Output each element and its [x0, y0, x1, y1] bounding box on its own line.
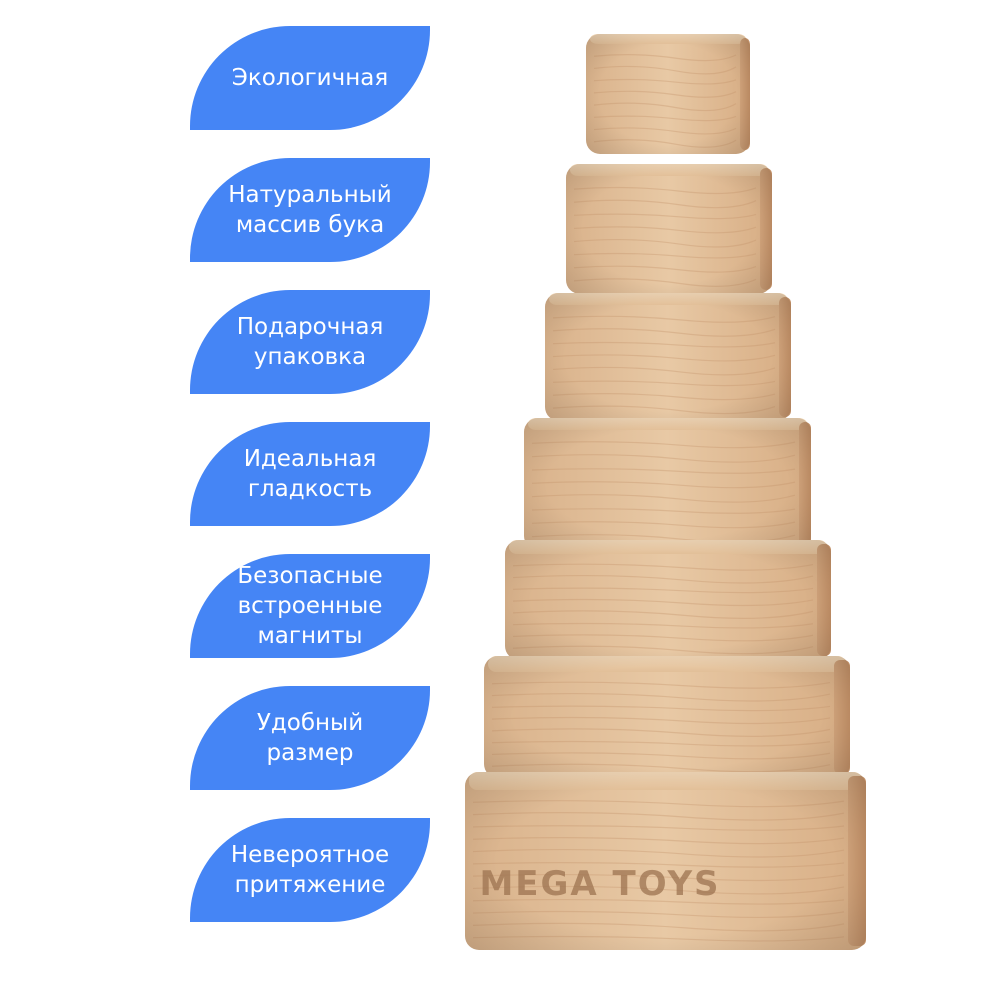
engraved-logo: MEGA TOYS — [479, 864, 720, 904]
block-shading — [524, 418, 811, 550]
block-shading — [465, 772, 866, 950]
wooden-block-2 — [566, 164, 772, 294]
wooden-block-4 — [524, 418, 811, 550]
block-shading — [566, 164, 772, 294]
wooden-block-3 — [545, 293, 791, 421]
wooden-block-7 — [465, 772, 866, 950]
feature-badge-eco: Экологичная — [190, 26, 430, 130]
feature-label: Идеальная гладкость — [243, 446, 377, 502]
feature-label: Безопасные встроенные магниты — [237, 563, 383, 649]
feature-label: Натуральный массив бука — [228, 182, 392, 238]
feature-label: Удобный размер — [256, 710, 364, 766]
feature-label: Невероятное притяжение — [230, 842, 390, 898]
feature-label: Экологичная — [231, 65, 389, 91]
wooden-block-5 — [505, 540, 831, 660]
feature-label: Подарочная упаковка — [236, 314, 384, 370]
block-shading — [545, 293, 791, 421]
wooden-block-6 — [484, 656, 850, 778]
wooden-block-1 — [586, 34, 750, 154]
block-shading — [484, 656, 850, 778]
block-shading — [586, 34, 750, 154]
block-shading — [505, 540, 831, 660]
